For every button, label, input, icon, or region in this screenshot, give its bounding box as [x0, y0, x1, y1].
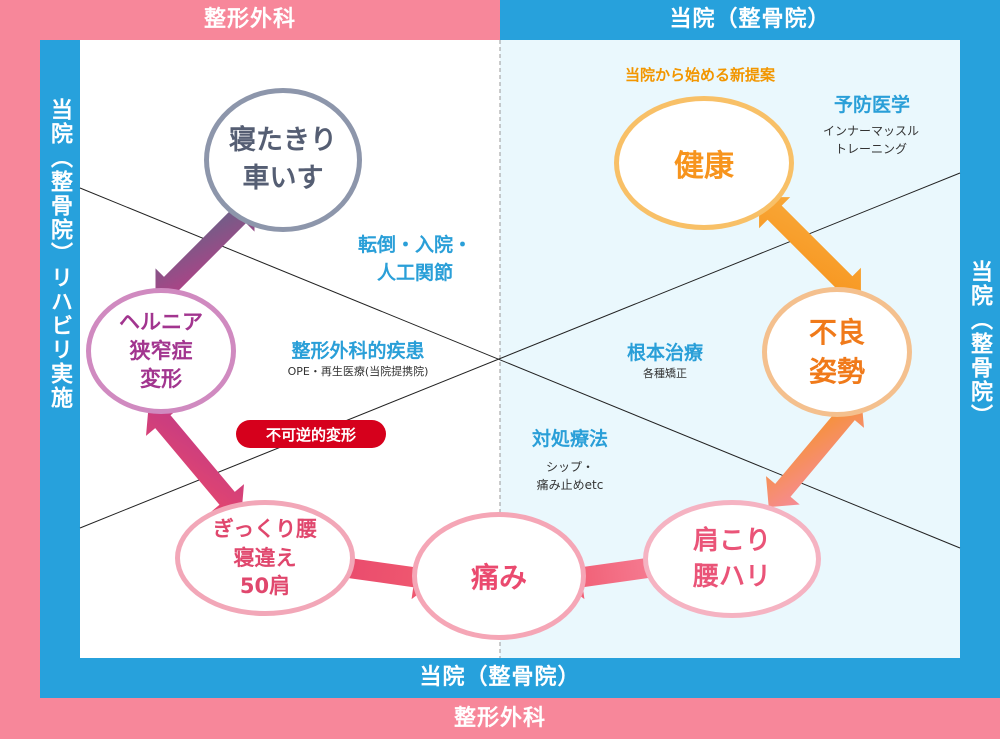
prevention-sub-line-1: インナーマッスル [822, 124, 919, 138]
fall-title-line-1: 転倒・入院・ [357, 234, 472, 256]
band-top-right-label: 当院（整骨院） [669, 7, 831, 32]
symptom-sub: シップ・ 痛み止めetc [500, 458, 640, 494]
band-bottom-inner-label: 当院（整骨院） [419, 665, 581, 690]
fall-title: 転倒・入院・ 人工関節 [335, 232, 495, 287]
circle-health-line-1: 健康 [674, 149, 734, 184]
prevention-sub-line-2: トレーニング [834, 142, 907, 156]
symptom-sub-line-2: 痛み止めetc [536, 478, 604, 492]
circle-posture-line-1: 不良 [808, 315, 865, 349]
circle-bedridden-line-1: 寝たきり [229, 125, 337, 157]
arrow-hernia-gikkuri [146, 404, 244, 516]
circle-pain-line-1: 痛み [470, 561, 527, 594]
circle-pain: 痛み [412, 512, 586, 640]
circle-hernia-line-3: 変形 [140, 367, 182, 392]
circle-gikkuri: ぎっくり腰 寝違え 50肩 [175, 500, 355, 616]
band-left-vertical-label: 当院（整骨院）リハビリ実施 [47, 98, 72, 410]
arrow-bedridden-hernia [155, 200, 255, 300]
blue-top-band [500, 0, 1000, 40]
prevention-sub: インナーマッスル トレーニング [796, 122, 946, 158]
circle-shoulder-line-1: 肩こり [692, 525, 771, 556]
root-title: 根本治療 [626, 342, 703, 364]
blue-left-band [40, 40, 80, 698]
band-top-left-label: 整形外科 [203, 7, 296, 32]
circle-hernia-line-1: ヘルニア [119, 310, 203, 335]
circle-gikkuri-line-1: ぎっくり腰 [212, 517, 318, 542]
band-right-vertical-label: 当院（整骨院） [967, 260, 992, 428]
irreversible-text: 不可逆的変形 [265, 425, 356, 444]
fall-title-line-2: 人工関節 [376, 261, 453, 284]
band-bottom-outer-label: 整形外科 [453, 706, 546, 731]
irreversible-badge: 不可逆的変形 [236, 420, 386, 448]
circle-shoulder-line-2: 腰ハリ [692, 562, 771, 592]
circle-gikkuri-line-2: 寝違え [233, 545, 297, 570]
blue-right-band [960, 0, 1000, 698]
blue-bottom-band [40, 658, 960, 698]
circle-posture: 不良 姿勢 [762, 287, 912, 417]
symptom-sub-line-1: シップ・ [545, 460, 594, 474]
circle-shoulder: 肩こり 腰ハリ [643, 500, 821, 618]
prevention-title: 予防医学 [833, 94, 910, 116]
ortho-sub: OPE・再生医療(当院提携院) [287, 365, 429, 378]
circle-bedridden: 寝たきり 車いす [204, 88, 362, 232]
proposal-label: 当院から始める新提案 [624, 66, 775, 84]
ortho-title: 整形外科的疾患 [291, 340, 425, 362]
circle-hernia: ヘルニア 狭窄症 変形 [86, 288, 236, 414]
circle-posture-line-2: 姿勢 [808, 355, 865, 388]
circle-hernia-line-2: 狭窄症 [129, 338, 193, 363]
symptom-title: 対処療法 [531, 428, 608, 450]
circle-gikkuri-line-3: 50肩 [239, 574, 291, 599]
arrow-posture-health [759, 197, 861, 299]
arrow-shoulder-posture [766, 396, 864, 508]
circle-bedridden-line-2: 車いす [242, 163, 324, 194]
circle-health: 健康 [614, 96, 794, 230]
root-sub: 各種矯正 [643, 367, 687, 380]
